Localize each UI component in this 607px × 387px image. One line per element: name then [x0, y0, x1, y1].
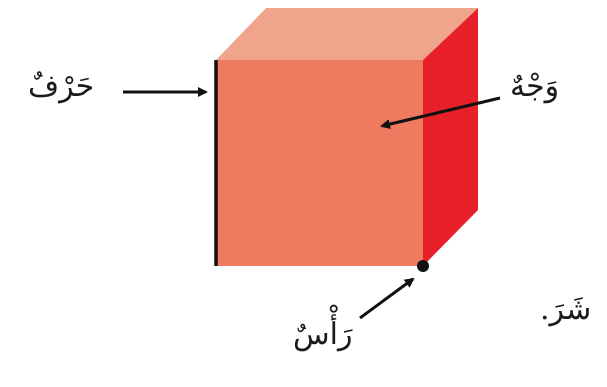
cube-vertex-dot — [417, 260, 429, 272]
edge-label: حَرْفٌ — [28, 72, 94, 102]
text-fragment-label: شَرَ. — [540, 295, 591, 325]
cube-front-face — [216, 60, 423, 266]
vertex-arrow — [360, 279, 413, 318]
vertex-label: رَأْسٌ — [293, 320, 352, 350]
face-label: وَجْهٌ — [510, 72, 559, 102]
